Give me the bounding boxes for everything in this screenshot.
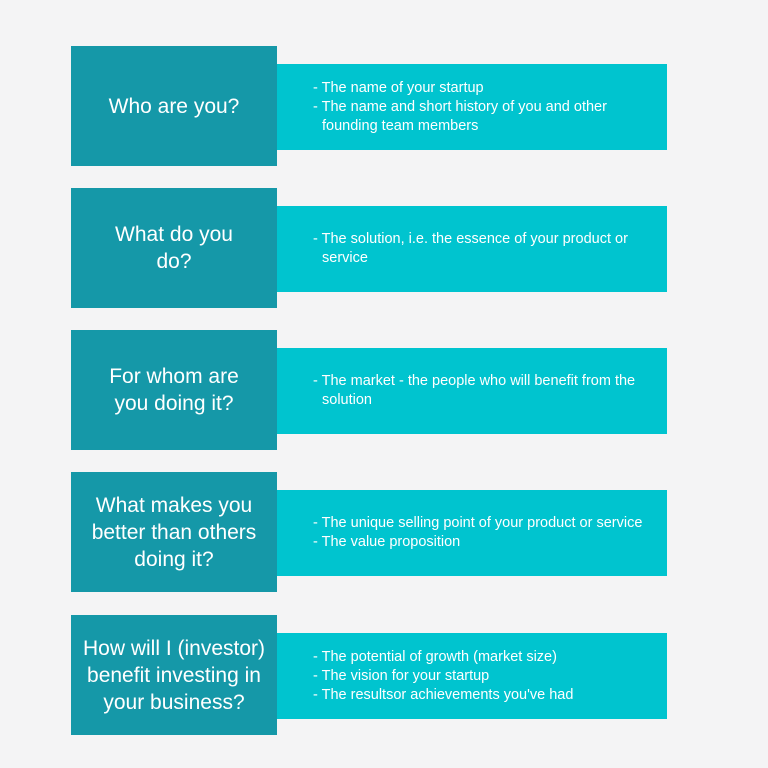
answer-item: The name of your startup [313,79,645,98]
answer-what: The solution, i.e. the essence of your p… [277,206,667,292]
answer-list: The solution, i.e. the essence of your p… [313,230,645,268]
question-investor: How will I (investor) benefit investing … [71,615,277,735]
answer-item: The unique selling point of your product… [313,514,643,533]
answer-list: The unique selling point of your product… [313,514,643,552]
answer-item: The market - the people who will benefit… [313,372,645,410]
answer-list: The name of your startup The name and sh… [313,79,645,136]
answer-for-whom: The market - the people who will benefit… [277,348,667,434]
answer-item: The value proposition [313,533,642,552]
answer-list: The market - the people who will benefit… [313,372,645,410]
answer-investor: The potential of growth (market size) Th… [277,633,667,719]
answer-list: The potential of growth (market size) Th… [313,648,574,705]
question-what: What do you do? [71,188,277,308]
question-for-whom: For whom are you doing it? [71,330,277,450]
answer-who: The name of your startup The name and sh… [277,64,667,150]
answer-item: The potential of growth (market size) [313,648,573,667]
answer-item: The name and short history of you and ot… [313,98,645,136]
answer-item: The resultsor achievements you've had [313,686,574,705]
answer-item: The vision for your startup [313,667,573,686]
question-who: Who are you? [71,46,277,166]
answer-better: The unique selling point of your product… [277,490,667,576]
answer-item: The solution, i.e. the essence of your p… [313,230,645,268]
question-better: What makes you better than others doing … [71,472,277,592]
